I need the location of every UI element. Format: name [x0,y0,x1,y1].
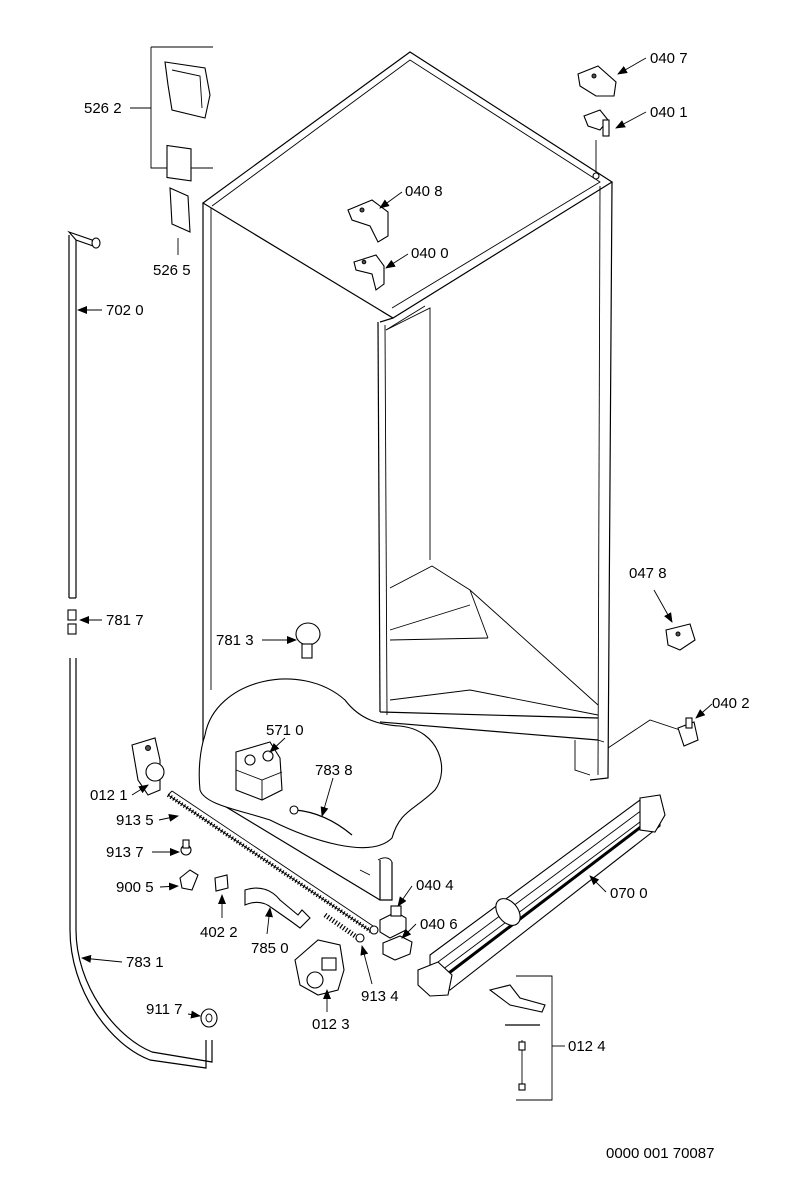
label-785-0: 785 0 [251,940,289,957]
part-012-4 [488,975,565,1101]
label-070-0: 070 0 [610,885,648,902]
label-783-8: 783 8 [315,762,353,779]
part-070-0 [417,794,666,997]
label-913-7: 913 7 [106,844,144,861]
part-913-4 [323,912,365,943]
label-040-8: 040 8 [405,183,443,200]
label-047-8: 047 8 [629,565,667,582]
label-913-4: 913 4 [361,988,399,1005]
part-783-8 [289,805,353,836]
part-913-7 [180,839,192,856]
part-040-2 [607,717,699,749]
part-040-1 [583,109,610,180]
label-012-1: 012 1 [90,787,128,804]
label-526-2: 526 2 [84,100,122,117]
part-402-2 [214,874,229,892]
insulation-panel [198,678,443,863]
label-781-3: 781 3 [216,632,254,649]
label-571-0: 571 0 [266,722,304,739]
part-785-0 [244,887,311,929]
leader-lines [77,57,713,1019]
label-911-7: 911 7 [146,1001,182,1018]
part-571-0 [235,741,283,801]
part-781-3 [295,622,321,659]
part-040-6 [382,935,413,961]
part-040-7 [577,65,617,97]
part-040-8 [347,199,389,243]
part-047-8 [665,623,696,651]
label-040-4: 040 4 [416,877,454,894]
label-040-0: 040 0 [411,245,449,262]
label-702-0: 702 0 [106,302,144,319]
label-783-1: 783 1 [126,954,164,971]
part-911-7 [200,1008,218,1028]
label-040-1: 040 1 [650,104,688,121]
label-012-3: 012 3 [312,1016,350,1033]
label-040-2: 040 2 [712,695,750,712]
label-402-2: 402 2 [200,924,238,941]
part-labels: 526 2 526 5 702 0 781 7 781 3 571 0 783 … [84,50,750,1162]
label-913-5: 913 5 [116,812,154,829]
drawing-number: 0000 001 70087 [606,1145,714,1162]
part-040-0 [353,254,385,291]
part-012-1 [131,737,165,796]
cabinet-body [201,51,614,901]
part-526-5 [169,187,191,255]
part-012-3 [294,939,345,996]
part-526-2 [130,46,213,182]
label-040-6: 040 6 [420,916,458,933]
label-526-5: 526 5 [153,262,191,279]
part-783-1 [69,658,213,1069]
part-900-5 [179,869,199,891]
label-781-7: 781 7 [106,612,144,629]
part-702-0 [67,230,101,599]
part-913-5 [166,790,379,935]
label-040-7: 040 7 [650,50,688,67]
part-040-4 [379,905,407,939]
label-900-5: 900 5 [116,879,154,896]
part-781-7 [67,609,77,635]
label-012-4: 012 4 [568,1038,606,1055]
